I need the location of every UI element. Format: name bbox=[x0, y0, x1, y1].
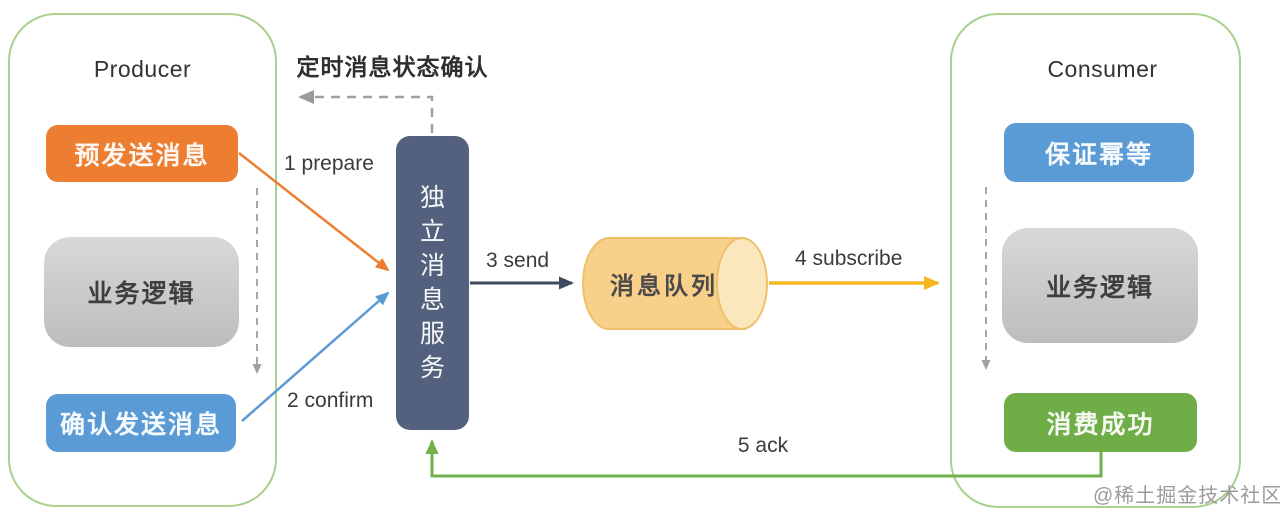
consumer-business-logic-box: 业务逻辑 bbox=[1002, 228, 1198, 343]
consumer-title: Consumer bbox=[1047, 56, 1158, 82]
consume-success-box: 消费成功 bbox=[1004, 393, 1197, 452]
confirm-send-message-label: 确认发送消息 bbox=[59, 411, 222, 439]
consume-success-label: 消费成功 bbox=[1046, 410, 1155, 439]
prepare-label: 1 prepare bbox=[284, 152, 374, 175]
pre-send-message-box: 预发送消息 bbox=[46, 125, 238, 182]
consumer-business-logic-label: 业务逻辑 bbox=[1045, 273, 1154, 302]
message-service-label: 独立消息服务 bbox=[419, 184, 445, 382]
pre-send-message-label: 预发送消息 bbox=[74, 141, 210, 170]
message-queue-label: 消息队列 bbox=[610, 273, 718, 300]
producer-title: Producer bbox=[93, 56, 192, 82]
message-service-box: 独立消息服务 bbox=[396, 136, 469, 430]
idempotent-label: 保证幂等 bbox=[1044, 140, 1153, 169]
ack-label: 5 ack bbox=[737, 434, 789, 457]
send-label: 3 send bbox=[486, 249, 550, 272]
confirm-label: 2 confirm bbox=[287, 389, 374, 412]
confirm-send-message-box: 确认发送消息 bbox=[46, 394, 236, 452]
idempotent-box: 保证幂等 bbox=[1004, 123, 1194, 182]
watermark-text: @稀土掘金技术社区 bbox=[1093, 485, 1280, 507]
status-check-label: 定时消息状态确认 bbox=[296, 54, 489, 80]
producer-business-logic-label: 业务逻辑 bbox=[87, 280, 196, 308]
message-queue-cylinder: 消息队列 bbox=[582, 237, 746, 330]
producer-business-logic-box: 业务逻辑 bbox=[44, 237, 239, 347]
message-queue-cylinder-cap bbox=[716, 237, 768, 330]
subscribe-label: 4 subscribe bbox=[795, 247, 903, 270]
status-check-dashed-arrow bbox=[298, 90, 434, 133]
